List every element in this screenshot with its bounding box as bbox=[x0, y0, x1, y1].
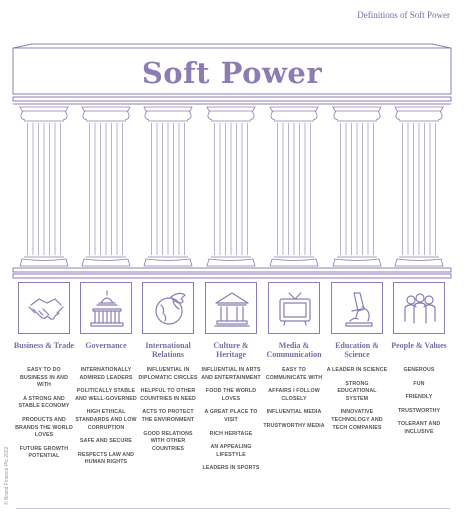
column bbox=[269, 106, 319, 267]
pillar-title: Culture & Heritage bbox=[213, 341, 249, 359]
bottom-rule bbox=[16, 508, 450, 509]
pillar-item: A GREAT PLACE TO VISIT bbox=[204, 409, 258, 423]
pillar-item: AFFAIRS I FOLLOW CLOSELY bbox=[268, 388, 320, 402]
pillar-icon-box bbox=[80, 282, 132, 334]
pillar-item: HELPFUL TO OTHER COUNTRIES IN NEED bbox=[140, 388, 196, 402]
temple-illustration bbox=[12, 43, 452, 279]
pediment-top bbox=[12, 43, 452, 49]
header-title: Definitions of Soft Power bbox=[357, 10, 450, 20]
pillar-item: SAFE AND SECURE bbox=[80, 438, 132, 445]
pillar-item: EASY TO COMMUNICATE WITH bbox=[265, 367, 323, 381]
pillar-item: INFLUENTIAL IN ARTS AND ENTERTAINMENT bbox=[201, 367, 261, 381]
globe-dove-icon bbox=[155, 292, 186, 325]
pillar-item: FUN bbox=[413, 380, 425, 387]
pillar-item: ACTS TO PROTECT THE ENVIRONMENT bbox=[141, 409, 195, 423]
pillar-item: AN APPEALING LIFESTYLE bbox=[210, 444, 252, 458]
pillar-item: TRUSTWORTHY MEDIA bbox=[263, 422, 325, 429]
pillar-item: INNOVATIVE TECHNOLOGY AND TECH COMPANIES bbox=[331, 409, 383, 431]
pillar-item: POLITICALLY STABLE AND WELL-GOVERNED bbox=[75, 388, 137, 402]
column bbox=[81, 106, 131, 267]
pillar-item: FRIENDLY bbox=[405, 394, 433, 401]
microscope-icon bbox=[345, 292, 373, 327]
tv-icon bbox=[279, 292, 311, 326]
pillar-item: LEADERS IN SPORTS bbox=[202, 465, 260, 472]
column bbox=[19, 106, 69, 267]
pillar-item-list: EASY TO COMMUNICATE WITH AFFAIRS I FOLLOW… bbox=[263, 367, 325, 437]
pillar-icon-box bbox=[393, 282, 445, 334]
pillar-item: GOOD RELATIONS WITH OTHER COUNTRIES bbox=[143, 430, 193, 452]
pillar-item-list: GENEROUS FUN FRIENDLY TRUSTWORTHY TOLERANT A… bbox=[388, 367, 450, 443]
pillar-icon-box bbox=[268, 282, 320, 334]
copyright: © Brand Finance Plc 2022 bbox=[4, 446, 10, 505]
handshake-icon bbox=[28, 298, 64, 320]
column bbox=[332, 106, 382, 267]
column bbox=[394, 106, 444, 267]
pillar-title: Governance bbox=[85, 341, 127, 350]
pillar-item-list: INTERNATIONALLY ADMIRED LEADERS POLITICAL… bbox=[75, 367, 137, 473]
pillar-item: INFLUENTIAL IN DIPLOMATIC CIRCLES bbox=[138, 367, 198, 381]
pillar-item: A LEADER IN SCIENCE bbox=[326, 367, 388, 373]
base-step bbox=[12, 273, 452, 279]
pillar-item: TRUSTWORTHY bbox=[397, 407, 441, 414]
pillar-title: Education & Science bbox=[335, 341, 379, 359]
pillar-title: Business & Trade bbox=[13, 341, 75, 350]
museum-icon bbox=[214, 292, 250, 327]
pillar-item-list: A LEADER IN SCIENCE STRONG EDUCATIONAL SY… bbox=[326, 367, 388, 438]
pillar-item: PRODUCTS AND BRANDS THE WORLD LOVES bbox=[15, 416, 73, 439]
pillar-item: HIGH ETHICAL STANDARDS AND LOW CORRUPTIO… bbox=[75, 409, 137, 431]
pillar-item: STRONG EDUCATIONAL SYSTEM bbox=[337, 380, 377, 402]
pillar-item: RESPECTS LAW AND HUMAN RIGHTS bbox=[77, 451, 135, 466]
pillar-item-list: EASY TO DO BUSINESS IN AND WITH A STRONG … bbox=[13, 367, 75, 467]
pillar-item: A STRONG AND STABLE ECONOMY bbox=[18, 395, 70, 410]
capitol-icon bbox=[90, 290, 124, 327]
pillar-item: EASY TO DO BUSINESS IN AND WITH bbox=[19, 367, 69, 389]
stylobate bbox=[12, 267, 452, 273]
pillar-item-list: INFLUENTIAL IN ARTS AND ENTERTAINMENT FOO… bbox=[200, 367, 262, 479]
pillar-item: RICH HERITAGE bbox=[209, 430, 253, 437]
pillar-title: People & Values bbox=[391, 341, 447, 350]
pillar-item: INTERNATIONALLY ADMIRED LEADERS bbox=[79, 367, 133, 381]
pillar-title: International Relations bbox=[145, 341, 191, 359]
pillar-item: GENEROUS bbox=[403, 367, 435, 373]
architrave bbox=[12, 96, 452, 102]
pillar-item: FUTURE GROWTH POTENTIAL bbox=[19, 445, 69, 460]
pillar-icon-box bbox=[142, 282, 194, 334]
pillar-item-list: INFLUENTIAL IN DIPLOMATIC CIRCLES HELPFUL… bbox=[137, 367, 199, 459]
column-group bbox=[19, 106, 444, 267]
main-title: Soft Power bbox=[141, 56, 323, 90]
pillar-item: TOLERANT AND INCLUSIVE bbox=[397, 421, 441, 435]
pillar-item: FOOD THE WORLD LOVES bbox=[205, 388, 257, 402]
pillar-item: INFLUENTIAL MEDIA bbox=[266, 409, 322, 416]
pillar-icon-box bbox=[331, 282, 383, 334]
column bbox=[206, 106, 256, 267]
people-icon bbox=[404, 293, 436, 324]
pillar-icon-box bbox=[18, 282, 70, 334]
pillar-title: Media & Communication bbox=[266, 341, 322, 359]
column bbox=[143, 106, 193, 267]
pillar-icon-box bbox=[205, 282, 257, 334]
